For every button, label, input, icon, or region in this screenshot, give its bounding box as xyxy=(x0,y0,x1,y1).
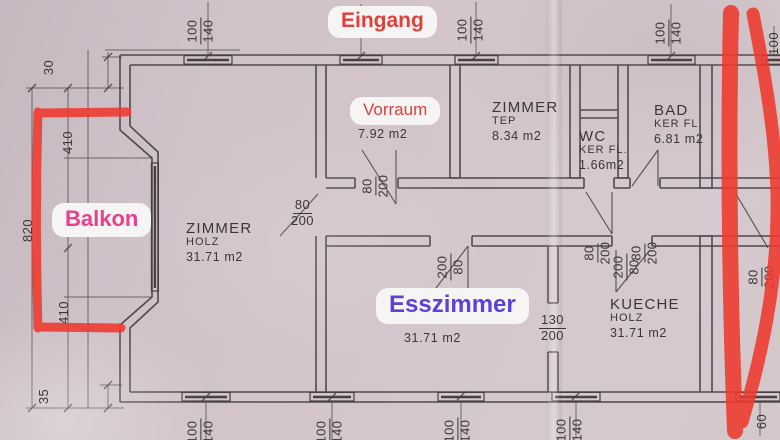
door-swing-right-room xyxy=(735,193,769,249)
balkon-marker-bracket xyxy=(32,107,132,333)
door-swing-wc xyxy=(585,191,613,235)
room-label-zimmer-tep: ZIMMER TEP 8.34 m2 xyxy=(492,99,559,143)
right-marker-check xyxy=(721,5,780,439)
room-label-kueche: KUECHE HOLZ 31.71 m2 xyxy=(610,296,680,340)
annotation-esszimmer: Esszimmer xyxy=(376,288,529,324)
dimension-ticks xyxy=(27,51,676,413)
door-swing-esszimmer xyxy=(435,245,469,289)
door-swings xyxy=(279,149,769,293)
annotation-balkon: Balkon xyxy=(52,203,152,237)
door-swing-bad xyxy=(631,149,659,187)
door-swing-vorraum xyxy=(361,149,397,205)
balcony-window xyxy=(150,162,159,292)
room-area-esszimmer: 31.71 m2 xyxy=(404,331,461,345)
room-area-vorraum: 7.92 m2 xyxy=(358,127,408,141)
annotation-vorraum: Vorraum xyxy=(350,97,441,125)
annotation-eingang: Eingang xyxy=(328,6,437,38)
door-swing-kueche xyxy=(615,249,651,293)
window-bottom-3 xyxy=(437,391,485,402)
door-swing-zimmer-holz xyxy=(279,193,319,237)
window-bottom-4 xyxy=(551,391,601,402)
room-label-wc: WC KER FL. 1.66m2 xyxy=(579,128,628,172)
room-label-zimmer-holz: ZIMMER HOLZ 31.71 m2 xyxy=(186,220,253,264)
room-label-bad: BAD KER FL. 6.81 m2 xyxy=(654,102,704,146)
